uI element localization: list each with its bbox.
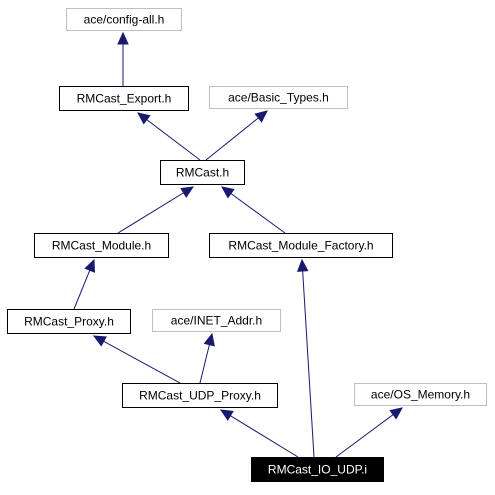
node-box[interactable] [160, 160, 245, 185]
edge-line [199, 344, 210, 384]
edge-rmcast-udp-proxy-to-rmcast-proxy [92, 335, 181, 384]
edge-rmcast-export-to-config-all [117, 31, 129, 86]
node-box [152, 309, 281, 332]
edge-line [335, 414, 394, 458]
node-label: ace/Basic_Types.h [228, 91, 329, 105]
node-label: RMCast_Module_Factory.h [228, 239, 373, 253]
edge-line [117, 192, 184, 234]
arrowhead-icon [219, 409, 234, 421]
edge-rmcast-to-rmcast-export [137, 112, 201, 161]
node-rmcast-proxy[interactable]: RMCast_Proxy.h [7, 309, 131, 334]
arrowhead-icon [203, 332, 215, 347]
arrowhead-icon [296, 258, 309, 272]
node-rmcast[interactable]: RMCast.h [160, 160, 245, 185]
edge-rmcast-udp-proxy-to-inet-addr [199, 332, 215, 384]
node-box[interactable] [209, 233, 393, 258]
node-label: ace/OS_Memory.h [371, 388, 470, 402]
edge-line [230, 193, 286, 234]
arrowhead-icon [180, 186, 195, 198]
edge-line [73, 269, 91, 310]
node-label: RMCast.h [176, 166, 229, 180]
edge-rmcast-io-udp-to-rmcast-udp-proxy [219, 409, 299, 458]
node-box[interactable] [251, 457, 384, 482]
arrowhead-icon [137, 112, 151, 125]
arrowhead-icon [221, 186, 235, 199]
node-box[interactable] [59, 86, 189, 111]
arrowhead-icon [92, 335, 107, 347]
node-label: RMCast_IO_UDP.i [268, 463, 367, 477]
edge-rmcast-to-basic-types [205, 110, 268, 161]
node-rmcast-module[interactable]: RMCast_Module.h [34, 233, 169, 258]
node-box [354, 383, 487, 406]
node-rmcast-export[interactable]: RMCast_Export.h [59, 86, 189, 111]
node-label: RMCast_UDP_Proxy.h [139, 389, 261, 403]
node-rmcast-io-udp[interactable]: RMCast_IO_UDP.i [251, 457, 384, 482]
edge-rmcast-io-udp-to-os-memory [335, 407, 403, 458]
node-rmcast-module-factory[interactable]: RMCast_Module_Factory.h [209, 233, 393, 258]
edge-line [230, 415, 299, 458]
arrowhead-icon [389, 407, 403, 420]
node-label: RMCast_Export.h [77, 92, 172, 106]
edge-line [103, 340, 181, 384]
node-label: RMCast_Module.h [52, 239, 151, 253]
arrowhead-icon [254, 110, 268, 123]
node-inet-addr: ace/INET_Addr.h [152, 309, 281, 332]
node-box [66, 8, 182, 31]
node-config-all: ace/config-all.h [66, 8, 182, 31]
arrowhead-icon [117, 31, 129, 45]
arrowhead-icon [84, 258, 96, 273]
node-box[interactable] [34, 233, 169, 258]
edge-rmcast-module-factory-to-rmcast [221, 186, 286, 234]
node-box[interactable] [7, 309, 131, 334]
node-label: RMCast_Proxy.h [24, 315, 114, 329]
node-os-memory: ace/OS_Memory.h [354, 383, 487, 406]
node-box[interactable] [122, 383, 278, 408]
node-basic-types: ace/Basic_Types.h [209, 86, 348, 109]
node-box [209, 86, 348, 109]
edge-rmcast-io-udp-to-rmcast-module-factory [296, 258, 315, 458]
node-rmcast-udp-proxy[interactable]: RMCast_UDP_Proxy.h [122, 383, 278, 408]
node-label: ace/config-all.h [84, 13, 165, 27]
edge-line [205, 117, 259, 161]
edges-layer [73, 31, 403, 458]
edge-line [302, 270, 315, 458]
edge-line [146, 119, 201, 161]
edge-rmcast-module-to-rmcast [117, 186, 195, 234]
edge-rmcast-proxy-to-rmcast-module [73, 258, 96, 310]
node-label: ace/INET_Addr.h [171, 314, 262, 328]
